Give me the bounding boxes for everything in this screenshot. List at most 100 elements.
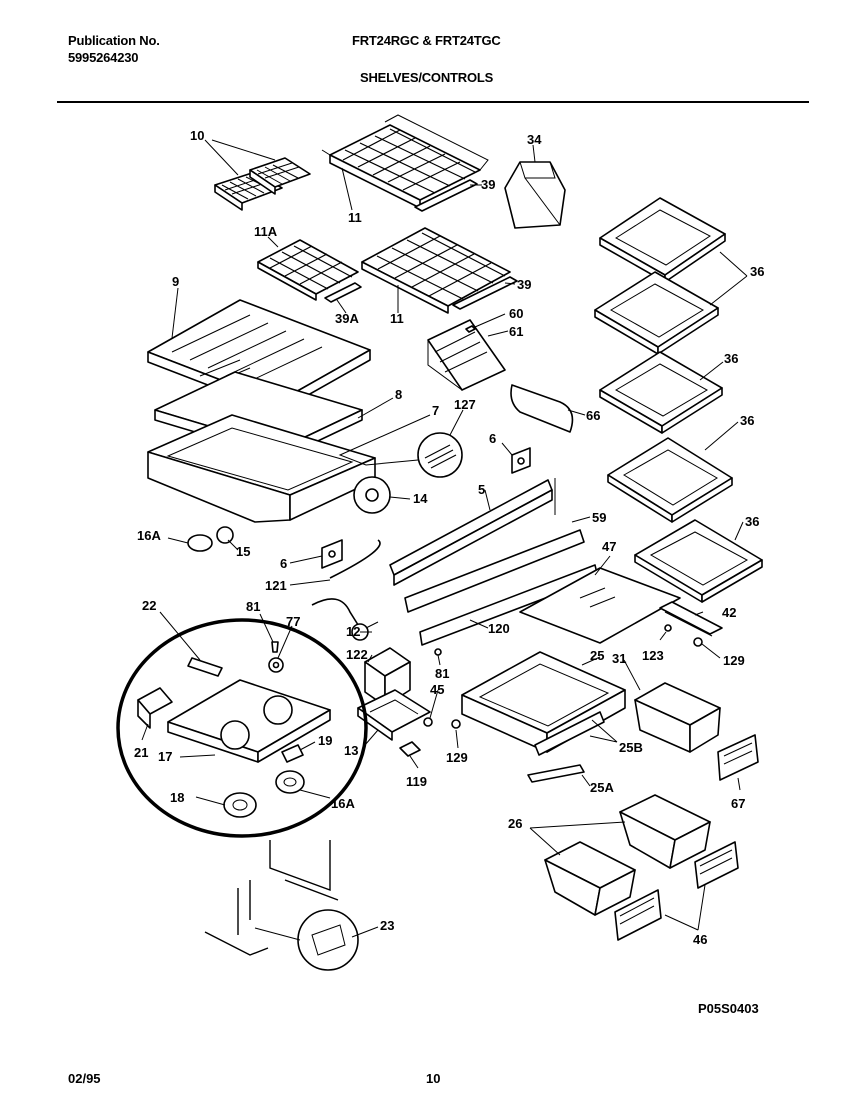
callout-25: 25 xyxy=(590,648,604,663)
glass-shelf-part-36-b xyxy=(594,271,719,355)
glass-shelf-part-36-d xyxy=(607,437,733,523)
callout-81-detail: 81 xyxy=(246,599,260,614)
knob-part-16a xyxy=(275,770,305,794)
publication-number: 5995264230 xyxy=(68,50,139,65)
channel-part-120-upper xyxy=(404,529,585,613)
shelf-trim-part-39-upper xyxy=(414,179,478,212)
callout-36-e: 36 xyxy=(745,514,759,529)
freezer-wire-shelf-part-11-lower xyxy=(361,227,511,314)
callout-34: 34 xyxy=(527,132,542,147)
freezer-wire-shelf-part-11a xyxy=(257,239,359,301)
gasket-part-119 xyxy=(399,741,421,757)
callout-39-upper: 39 xyxy=(481,177,495,192)
trim-part-25a xyxy=(527,764,585,783)
callout-25b: 25B xyxy=(619,740,643,755)
callout-17: 17 xyxy=(158,749,172,764)
motor-part-21 xyxy=(137,687,173,729)
callout-129-mid: 129 xyxy=(446,750,468,765)
detail-circle-part-23 xyxy=(254,909,359,971)
trim-part-66 xyxy=(510,384,574,433)
callout-77: 77 xyxy=(286,614,300,629)
diagram-code: P05S0403 xyxy=(698,1001,759,1016)
callout-31: 31 xyxy=(612,651,626,666)
wire-harness-part-121 xyxy=(311,539,381,629)
publication-label: Publication No. xyxy=(68,33,160,48)
page-number: 10 xyxy=(426,1071,441,1086)
control-box-part-13 xyxy=(357,689,431,741)
callout-21: 21 xyxy=(134,745,148,760)
callout-14: 14 xyxy=(413,491,428,506)
screw-part-45 xyxy=(423,717,433,727)
ice-bucket-part-34 xyxy=(504,161,566,229)
callout-16a-lower: 16A xyxy=(331,796,355,811)
callout-8: 8 xyxy=(395,387,402,402)
callout-39a: 39A xyxy=(335,311,359,326)
shelf-trim-part-39-lower xyxy=(452,276,518,310)
callout-127: 127 xyxy=(454,397,476,412)
glass-shine xyxy=(579,587,616,608)
bracket-part-6-lower xyxy=(321,539,343,569)
callout-60: 60 xyxy=(509,306,523,321)
pan-cover-part-42 xyxy=(659,601,723,637)
callout-19: 19 xyxy=(318,733,332,748)
callout-61: 61 xyxy=(509,324,523,339)
callout-10: 10 xyxy=(190,128,204,143)
callout-labels: 10 11 39 34 11A 39A 11 39 9 60 61 36 36 … xyxy=(134,128,764,947)
callout-5: 5 xyxy=(478,482,485,497)
bracket-part-6-upper xyxy=(511,447,531,474)
crisper-cover-frame-part-7 xyxy=(147,414,376,523)
rod-part-22 xyxy=(187,657,223,677)
callout-42: 42 xyxy=(722,605,736,620)
callout-11a: 11A xyxy=(254,224,278,239)
callout-36-b: 36 xyxy=(724,351,738,366)
callout-15: 15 xyxy=(236,544,250,559)
shelf-bracket-part-61 xyxy=(427,319,506,391)
glass-shelf-part-36-e xyxy=(634,519,763,603)
knob-part-19 xyxy=(281,744,304,763)
callout-119: 119 xyxy=(406,774,427,789)
callout-123: 123 xyxy=(642,648,664,663)
control-bezel-part-17 xyxy=(167,679,331,763)
leader-lines xyxy=(141,139,748,938)
callout-66: 66 xyxy=(586,408,600,423)
screw-part-77 xyxy=(268,657,284,673)
screw-part-129-mid xyxy=(451,719,461,729)
callout-11-lower: 11 xyxy=(390,311,404,326)
callout-120: 120 xyxy=(488,621,510,636)
callout-22: 22 xyxy=(142,598,156,613)
control-detail-circle xyxy=(116,618,368,838)
knob-part-18 xyxy=(223,792,257,818)
callout-9: 9 xyxy=(172,274,179,289)
callout-23: 23 xyxy=(380,918,394,933)
callout-18: 18 xyxy=(170,790,184,805)
trim-part-25b xyxy=(534,711,605,756)
header-rule xyxy=(57,101,809,103)
screw-part-81-detail xyxy=(271,641,279,653)
callout-122: 122 xyxy=(346,647,368,662)
crisper-pan-part-26-lower xyxy=(544,841,636,916)
callout-45: 45 xyxy=(430,682,444,697)
callout-59: 59 xyxy=(592,510,606,525)
screw-part-129-right xyxy=(693,637,703,647)
callout-11-upper: 11 xyxy=(348,210,362,225)
cabinet-corner xyxy=(204,840,339,956)
callout-81-mid: 81 xyxy=(435,666,449,681)
callout-26: 26 xyxy=(508,816,522,831)
glass-panel-part-47 xyxy=(519,567,681,644)
pan-front-part-67 xyxy=(717,734,759,781)
channel-part-5 xyxy=(389,479,553,586)
section-title: SHELVES/CONTROLS xyxy=(360,70,494,85)
pan-front-part-46-right xyxy=(694,841,739,889)
light-socket-part-16a xyxy=(187,526,234,552)
screw-part-123 xyxy=(664,624,672,632)
callout-25a: 25A xyxy=(590,780,614,795)
callout-39-lower: 39 xyxy=(517,277,531,292)
callout-13: 13 xyxy=(344,743,358,758)
crisper-frame-part-25 xyxy=(461,651,626,753)
callout-121: 121 xyxy=(265,578,287,593)
callout-67: 67 xyxy=(731,796,745,811)
revision-date: 02/95 xyxy=(68,1071,101,1086)
screw-part-81-mid xyxy=(434,648,442,656)
model-number: FRT24RGC & FRT24TGC xyxy=(352,33,501,48)
